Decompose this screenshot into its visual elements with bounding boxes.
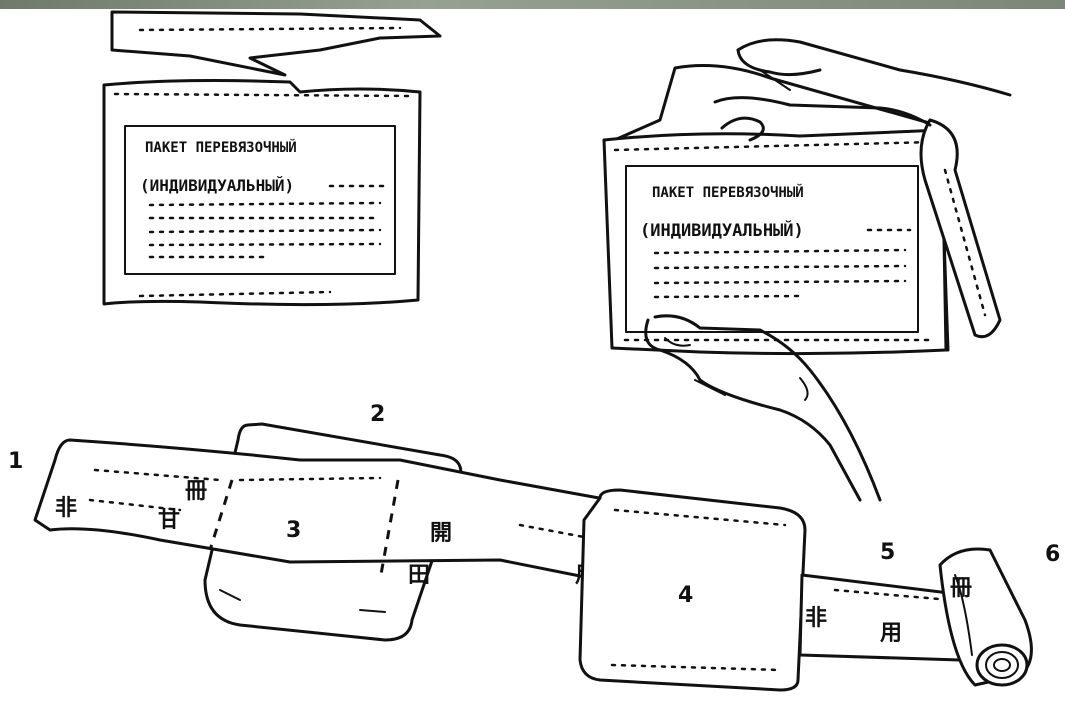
label-1: 1 — [8, 449, 23, 474]
bandage-pattern-b: 甘 — [158, 508, 180, 533]
bandage-roll-6: 冊 — [940, 549, 1031, 685]
label-4: 4 — [678, 583, 693, 608]
package-right: ПАКЕТ ПЕРЕВЯЗОЧНЫЙ (ИНДИВИДУАЛЬНЫЙ) — [604, 66, 948, 354]
bandage-tail: 非 用 — [800, 575, 965, 660]
package-left-title: ПАКЕТ ПЕРЕВЯЗОЧНЫЙ — [145, 139, 297, 156]
bandage-pattern-h: 用 — [880, 621, 902, 646]
package-left-subtitle: (ИНДИВИДУАЛЬНЫЙ) — [140, 176, 294, 195]
package-right-subtitle: (ИНДИВИДУАЛЬНЫЙ) — [640, 219, 804, 241]
bandage-pattern-a: 非 — [55, 496, 77, 521]
label-3: 3 — [286, 518, 301, 543]
bandage-pattern-c: 冊 — [185, 479, 207, 504]
label-2: 2 — [370, 402, 385, 427]
bandage-pattern-i: 冊 — [950, 576, 972, 601]
label-6: 6 — [1045, 542, 1060, 567]
bandage-pattern-g: 非 — [805, 606, 827, 631]
package-right-title: ПАКЕТ ПЕРЕВЯЗОЧНЫЙ — [652, 184, 804, 201]
package-left-torn-strip — [112, 12, 440, 75]
package-left: ПАКЕТ ПЕРЕВЯЗОЧНЫЙ (ИНДИВИДУАЛЬНЫЙ) — [104, 81, 420, 305]
bandage-pattern-d: 開 — [430, 521, 452, 546]
bandage-pattern-e: 田 — [408, 563, 430, 588]
label-5: 5 — [880, 540, 895, 565]
